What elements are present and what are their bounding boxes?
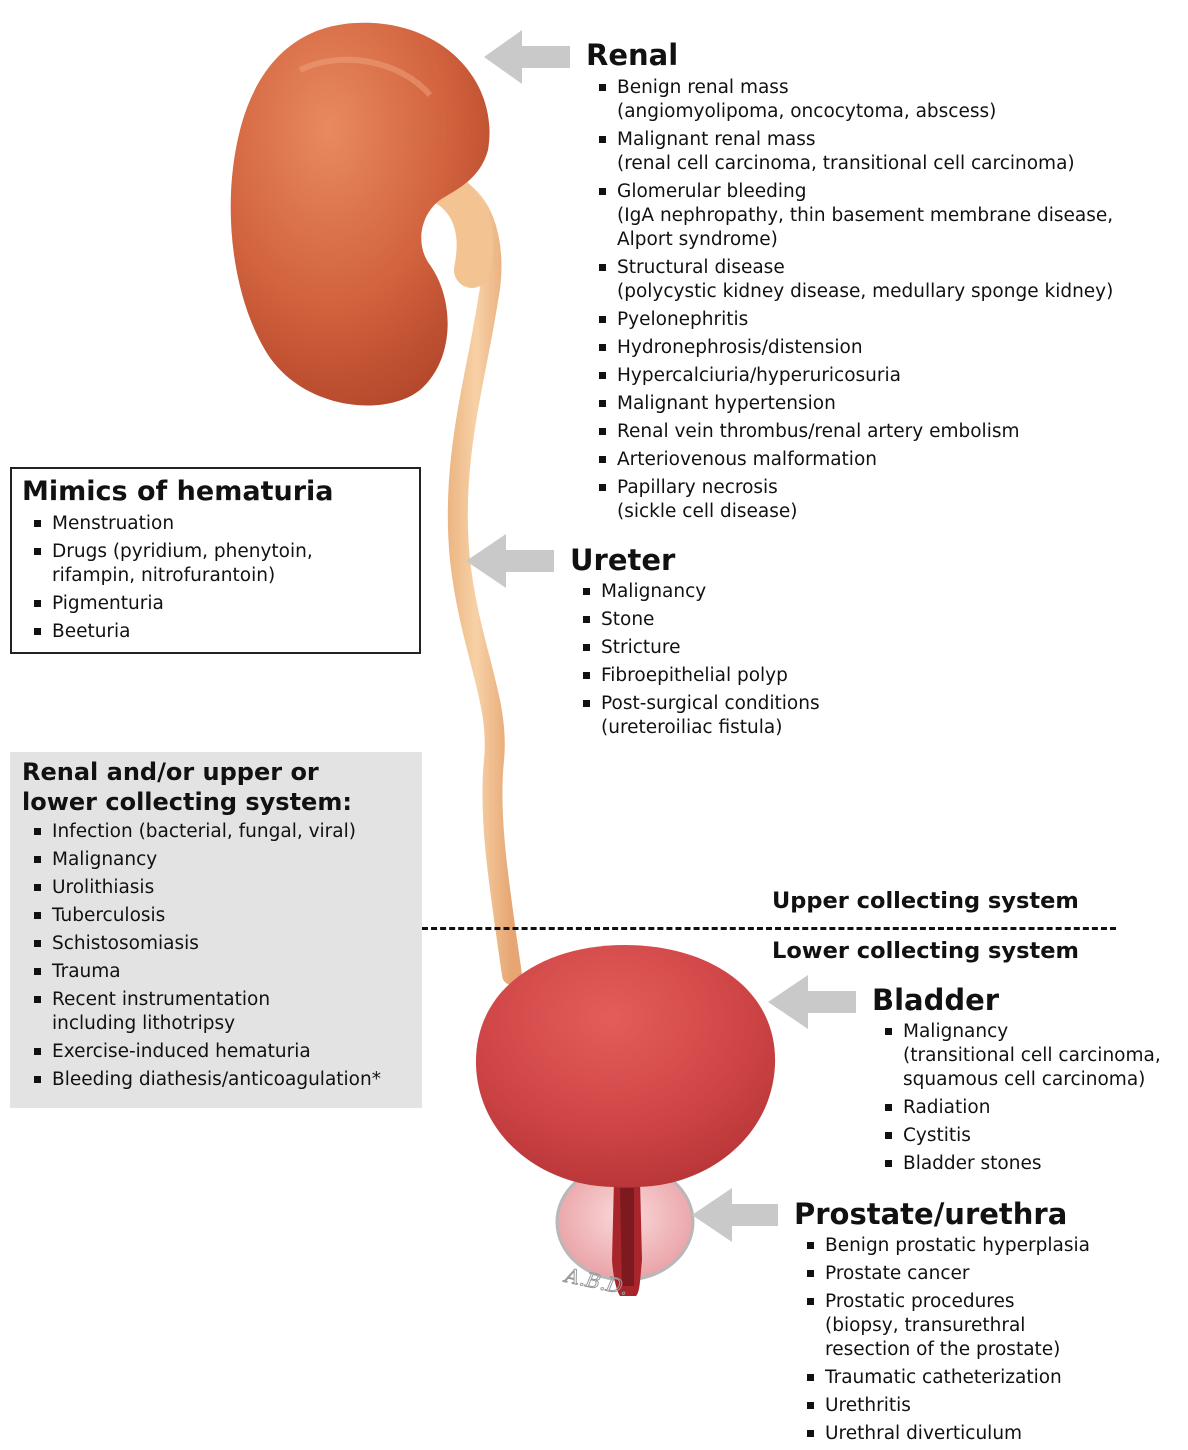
ureter-heading: Ureter bbox=[570, 543, 675, 577]
lower-collecting-label: Lower collecting system bbox=[772, 937, 1079, 965]
mimics-item: Menstruation bbox=[32, 512, 412, 536]
collecting-heading: Renal and/or upper or lower collecting s… bbox=[22, 757, 352, 817]
renal-list: Benign renal mass (angiomyolipoma, oncoc… bbox=[597, 76, 1177, 528]
ureter-item: Stricture bbox=[581, 636, 961, 660]
bladder-arrow-icon bbox=[768, 975, 856, 1029]
prostate-arrow-icon bbox=[692, 1188, 778, 1242]
renal-item: Malignant hypertension bbox=[597, 392, 1177, 416]
collecting-item: Malignancy bbox=[32, 848, 417, 872]
collecting-item: Bleeding diathesis/anticoagulation* bbox=[32, 1068, 417, 1092]
bladder-shape bbox=[476, 945, 775, 1187]
mimics-item: Pigmenturia bbox=[32, 592, 412, 616]
bladder-item: Bladder stones bbox=[883, 1152, 1183, 1176]
collecting-item: Infection (bacterial, fungal, viral) bbox=[32, 820, 417, 844]
renal-item: Malignant renal mass (renal cell carcino… bbox=[597, 128, 1177, 176]
renal-heading: Renal bbox=[586, 38, 678, 72]
collecting-item: Trauma bbox=[32, 960, 417, 984]
collecting-item: Tuberculosis bbox=[32, 904, 417, 928]
mimics-item: Beeturia bbox=[32, 620, 412, 644]
renal-item: Hydronephrosis/distension bbox=[597, 336, 1177, 360]
collecting-item: Urolithiasis bbox=[32, 876, 417, 900]
ureter-item: Stone bbox=[581, 608, 961, 632]
mimics-item: Drugs (pyridium, phenytoin, rifampin, ni… bbox=[32, 540, 412, 588]
prostate-item: Urethral diverticulum bbox=[805, 1422, 1175, 1446]
collecting-item: Schistosomiasis bbox=[32, 932, 417, 956]
prostate-item: Benign prostatic hyperplasia bbox=[805, 1234, 1175, 1258]
renal-item: Pyelonephritis bbox=[597, 308, 1177, 332]
renal-item: Benign renal mass (angiomyolipoma, oncoc… bbox=[597, 76, 1177, 124]
ureter-arrow-icon bbox=[466, 534, 554, 588]
bladder-item: Malignancy (transitional cell carcinoma,… bbox=[883, 1020, 1183, 1092]
prostate-item: Prostatic procedures (biopsy, transureth… bbox=[805, 1290, 1175, 1362]
renal-item: Arteriovenous malformation bbox=[597, 448, 1177, 472]
prostate-item: Traumatic catheterization bbox=[805, 1366, 1175, 1390]
prostate-item: Urethritis bbox=[805, 1394, 1175, 1418]
renal-item: Renal vein thrombus/renal artery embolis… bbox=[597, 420, 1177, 444]
renal-item: Papillary necrosis (sickle cell disease) bbox=[597, 476, 1177, 524]
ureter-item: Malignancy bbox=[581, 580, 961, 604]
ureter-item: Fibroepithelial polyp bbox=[581, 664, 961, 688]
collecting-item: Recent instrumentation including lithotr… bbox=[32, 988, 417, 1036]
bladder-item: Cystitis bbox=[883, 1124, 1183, 1148]
bladder-item: Radiation bbox=[883, 1096, 1183, 1120]
renal-item: Glomerular bleeding (IgA nephropathy, th… bbox=[597, 180, 1177, 252]
renal-arrow-icon bbox=[484, 30, 570, 84]
collecting-list: Infection (bacterial, fungal, viral) Mali… bbox=[32, 820, 417, 1096]
bladder-list: Malignancy (transitional cell carcinoma,… bbox=[883, 1020, 1183, 1180]
ureter-item: Post-surgical conditions (ureteroiliac f… bbox=[581, 692, 961, 740]
mimics-heading: Mimics of hematuria bbox=[22, 477, 334, 507]
prostate-heading: Prostate/urethra bbox=[794, 1197, 1067, 1231]
renal-item: Hypercalciuria/hyperuricosuria bbox=[597, 364, 1177, 388]
collecting-system-divider bbox=[422, 927, 1116, 930]
renal-item: Structural disease (polycystic kidney di… bbox=[597, 256, 1177, 304]
collecting-item: Exercise-induced hematuria bbox=[32, 1040, 417, 1064]
prostate-item: Prostate cancer bbox=[805, 1262, 1175, 1286]
bladder-heading: Bladder bbox=[872, 983, 999, 1017]
upper-collecting-label: Upper collecting system bbox=[772, 887, 1079, 915]
